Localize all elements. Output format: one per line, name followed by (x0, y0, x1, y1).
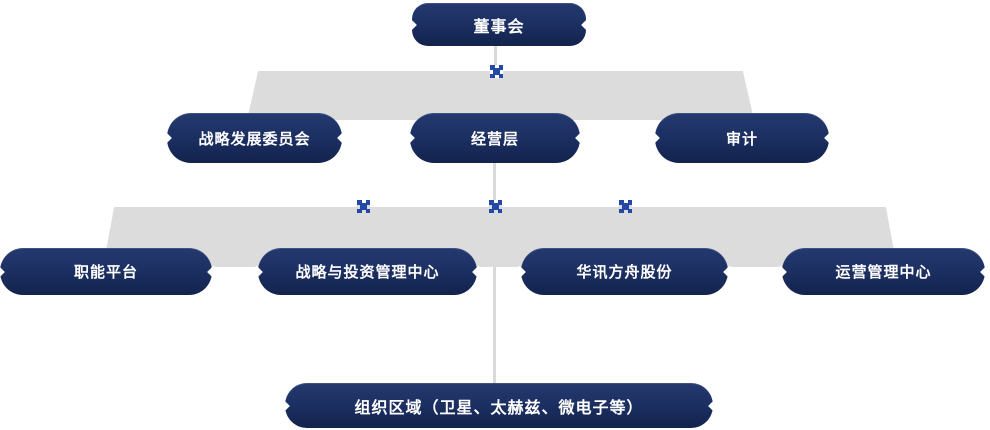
node-strategy-investment-center: 战略与投资管理中心 (258, 248, 477, 295)
cross-connector-icon (619, 200, 632, 213)
node-huaxun-ark-shares: 华讯方舟股份 (521, 248, 728, 295)
connector-line-board-to-level2 (494, 45, 497, 72)
node-organization-regions: 组织区域（卫星、太赫兹、微电子等） (285, 383, 713, 428)
node-board-of-directors: 董事会 (412, 3, 586, 46)
node-functional-platform: 职能平台 (0, 248, 212, 295)
connector-band-level3 (103, 207, 897, 267)
cross-connector-icon (357, 200, 370, 213)
connector-band-level2 (247, 71, 754, 120)
cross-connector-icon (489, 200, 502, 213)
cross-connector-icon (490, 65, 503, 78)
node-strategy-development-committee: 战略发展委员会 (167, 113, 342, 163)
node-audit: 审计 (655, 113, 829, 163)
node-operations-management-center: 运营管理中心 (782, 248, 985, 295)
connector-line-management-to-regions (493, 162, 496, 384)
node-management-level: 经营层 (410, 113, 580, 163)
